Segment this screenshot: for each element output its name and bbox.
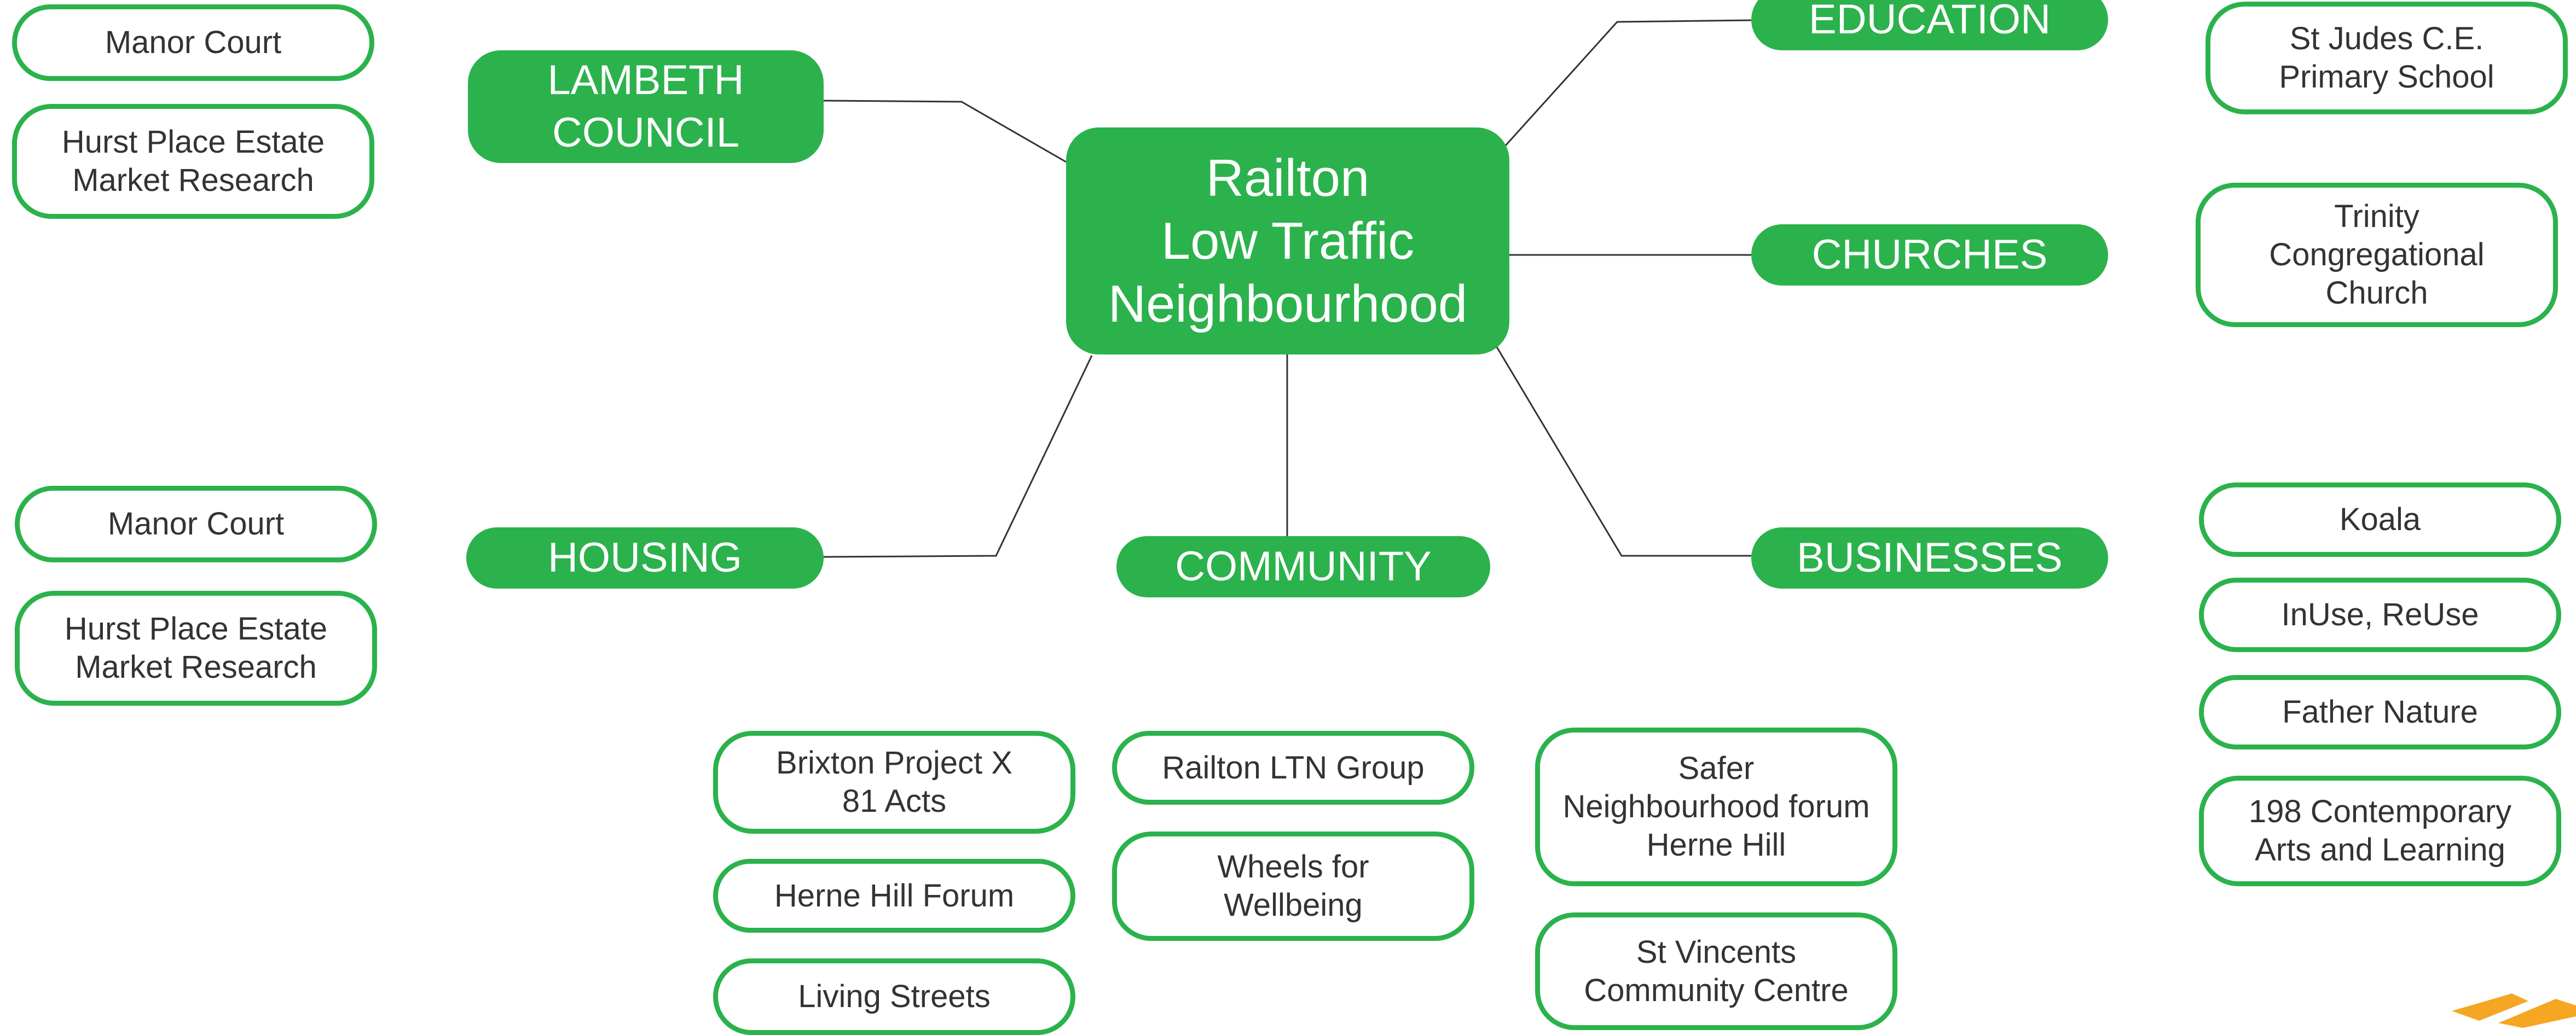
community-leaf-living-streets: Living Streets [713, 958, 1075, 1035]
community-leaf-herne-hill-forum: Herne Hill Forum [713, 859, 1075, 933]
churches-leaf-trinity: Trinity Congregational Church [2196, 183, 2558, 327]
community-leaf-railton-ltn-group: Railton LTN Group [1112, 731, 1474, 805]
category-lambeth-council: LAMBETH COUNCIL [468, 50, 824, 163]
community-leaf-st-vincents: St Vincents Community Centre [1535, 912, 1897, 1030]
housing-leaf-hurst-place: Hurst Place Estate Market Research [15, 591, 377, 706]
lambeth-leaf-manor-court: Manor Court [12, 4, 374, 81]
category-churches: CHURCHES [1751, 224, 2108, 286]
link-housing [823, 355, 1093, 558]
business-leaf-198-contemporary: 198 Contemporary Arts and Learning [2199, 776, 2561, 886]
lambeth-leaf-hurst-place: Hurst Place Estate Market Research [12, 104, 374, 219]
central-topic-node: Railton Low Traffic Neighbourhood [1066, 127, 1509, 354]
category-housing: HOUSING [466, 527, 824, 589]
category-community: COMMUNITY [1116, 536, 1490, 597]
education-leaf-st-judes: St Judes C.E. Primary School [2205, 2, 2568, 114]
link-education [1500, 19, 1752, 152]
link-businesses [1493, 342, 1751, 557]
business-leaf-inuse-reuse: InUse, ReUse [2199, 578, 2561, 652]
business-leaf-father-nature: Father Nature [2199, 675, 2561, 749]
community-leaf-wheels-for-wellbeing: Wheels for Wellbeing [1112, 832, 1474, 941]
housing-leaf-manor-court: Manor Court [15, 486, 377, 562]
corner-logo-icon [2452, 993, 2576, 1028]
category-education: EDUCATION [1751, 0, 2108, 50]
community-leaf-brixton-project-x: Brixton Project X 81 Acts [713, 731, 1075, 834]
community-leaf-safer-neighbourhood-forum: Safer Neighbourhood forum Herne Hill [1535, 728, 1897, 886]
business-leaf-koala: Koala [2199, 482, 2561, 557]
category-businesses: BUSINESSES [1751, 527, 2108, 589]
link-lambeth [823, 100, 1067, 163]
